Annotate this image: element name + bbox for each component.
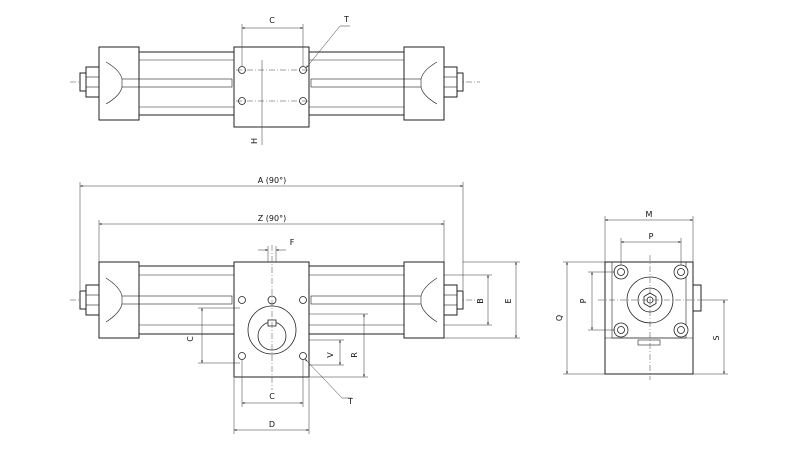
front-view: A (90°) Z (90°) F C C D T bbox=[70, 176, 520, 434]
dim-label-m: M bbox=[646, 210, 653, 219]
top-center-block bbox=[233, 46, 310, 128]
dim-label-v: V bbox=[326, 352, 335, 358]
top-view: C T H bbox=[70, 15, 480, 145]
dim-label-front-t: T bbox=[347, 397, 353, 406]
dim-label-top-t: T bbox=[343, 15, 349, 24]
front-left-tube bbox=[138, 265, 235, 335]
front-right-tube bbox=[308, 265, 405, 335]
dim-label-s: S bbox=[712, 335, 721, 340]
dim-label-z: Z (90°) bbox=[258, 214, 286, 223]
dim-label-r: R bbox=[350, 352, 359, 358]
top-left-tube bbox=[138, 51, 235, 116]
dim-label-a: A (90°) bbox=[258, 176, 286, 185]
dim-label-front-c-bottom: C bbox=[269, 392, 275, 401]
dim-label-q: Q bbox=[555, 315, 564, 321]
top-left-nut bbox=[85, 66, 100, 98]
dim-label-b: B bbox=[476, 298, 485, 304]
top-right-nut bbox=[443, 66, 458, 98]
top-left-endcap bbox=[98, 46, 140, 121]
top-right-tube bbox=[308, 51, 405, 116]
dim-label-front-c-left: C bbox=[186, 336, 195, 342]
top-right-endcap bbox=[403, 46, 445, 121]
front-left-nut bbox=[85, 284, 100, 316]
front-right-nut bbox=[443, 284, 458, 316]
dim-label-f: F bbox=[290, 238, 295, 247]
side-view: M P P Q S bbox=[555, 210, 728, 380]
front-right-endcap bbox=[403, 261, 445, 339]
dim-label-p-top: P bbox=[649, 232, 654, 241]
dim-label-d: D bbox=[269, 420, 275, 429]
dim-label-p-left: P bbox=[579, 298, 588, 303]
dim-label-e: E bbox=[504, 298, 513, 303]
dim-label-top-h: H bbox=[250, 138, 259, 144]
front-left-endcap bbox=[98, 261, 140, 339]
dim-label-top-c: C bbox=[269, 16, 275, 25]
